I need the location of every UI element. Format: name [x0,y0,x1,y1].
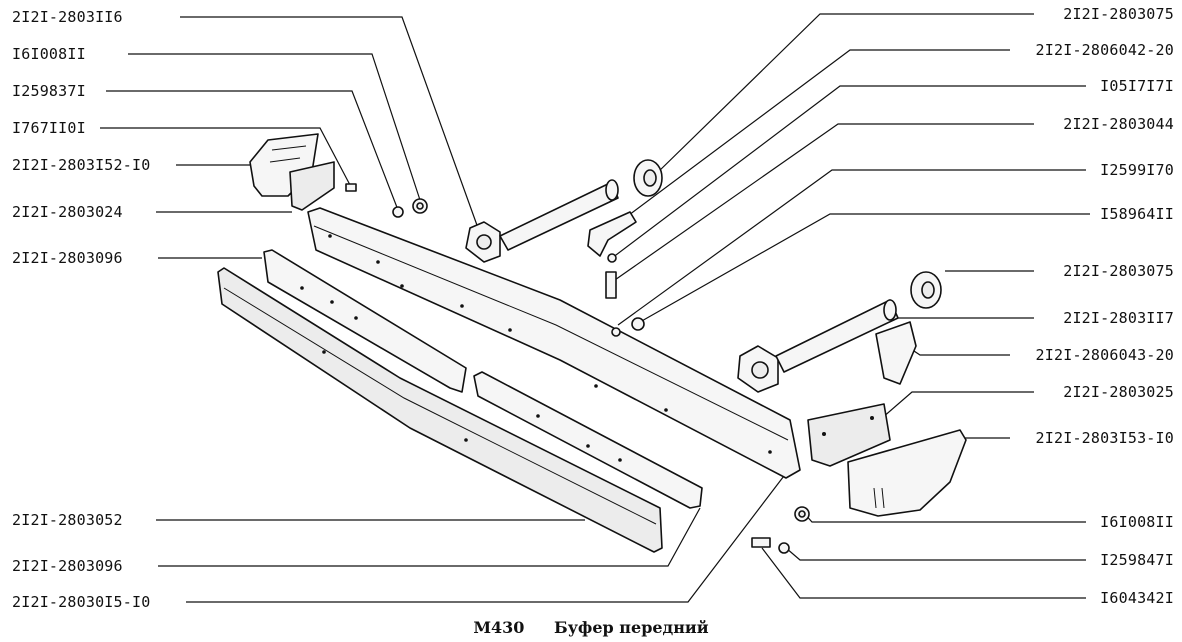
part-label-right-1: 2I2I-2803075 [1063,5,1174,23]
leader-1051717 [611,85,1086,259]
part-label-right-7: 2I2I-2803075 [1063,262,1174,280]
part-label-left-6: 2I2I-2803024 [12,203,123,221]
leader-1604342 [761,547,1086,599]
part-label-right-3: I05I7I7I [1100,77,1174,95]
part-label-left-8: 2I2I-2803052 [12,511,123,529]
leader-1767110 [100,127,351,186]
leader-1259837-left [106,90,399,211]
leader-2121-2806042 [624,49,1010,219]
part-label-right-8: 2I2I-2803II7 [1063,309,1174,327]
diagram-caption: M430 Буфер передний [0,618,1182,637]
part-label-right-6: I58964II [1100,205,1174,223]
left-tube-bracket [587,211,637,257]
left-tube-cap [633,159,663,197]
left-mounting-tube [465,179,619,263]
leader-16100811-right [802,511,1086,523]
leader-lines-right [611,13,1090,599]
part-label-right-9: 2I2I-2806043-20 [1035,346,1174,364]
leader-2121-2803116 [180,16,479,229]
upper-trim-strip [263,249,703,509]
right-fasteners [751,506,810,554]
leader-1259847 [785,547,1086,561]
part-label-right-4: 2I2I-2803044 [1063,115,1174,133]
right-end-cap [847,429,967,517]
leader-16100811-left [128,53,421,201]
leader-2121-2803096-bottom [158,507,701,567]
right-bracket [807,403,891,467]
part-label-left-2: I6I008II [12,45,86,63]
leader-2121-2803015 [186,467,791,603]
right-tube-cap [910,271,942,309]
figure-title: Буфер передний [554,618,709,637]
part-label-right-10: 2I2I-2803025 [1063,383,1174,401]
part-label-right-11: 2I2I-2803I53-I0 [1035,429,1174,447]
part-label-left-7: 2I2I-2803096 [12,249,123,267]
leader-2121-2803044 [611,123,1034,283]
part-label-right-12: I6I008II [1100,513,1174,531]
figure-code: M430 [473,618,525,637]
part-label-left-10: 2I2I-28030I5-I0 [12,593,151,611]
leader-1589641 [639,213,1090,323]
part-label-left-3: I259837I [12,82,86,100]
left-tube-bolts [605,253,645,337]
part-label-right-13: I259847I [1100,551,1174,569]
leader-2121-2806043 [904,344,1010,356]
main-bumper-beam [307,207,801,479]
part-label-left-9: 2I2I-2803096 [12,557,123,575]
leader-lines-left [100,16,791,603]
left-fasteners [345,183,428,218]
part-label-right-2: 2I2I-2806042-20 [1035,41,1174,59]
leader-1259917 [617,169,1086,326]
leader-2121-2803025 [881,391,1034,419]
part-label-right-14: I604342I [1100,589,1174,607]
leader-2121-2803075-top [654,13,1034,176]
part-label-left-4: I767II0I [12,119,86,137]
lower-trim-strip [217,267,663,553]
part-label-left-1: 2I2I-2803II6 [12,8,123,26]
right-tube-bracket [875,321,917,385]
part-label-left-5: 2I2I-2803I52-I0 [12,156,151,174]
left-bracket [289,161,335,211]
right-mounting-tube [737,299,899,393]
part-label-right-5: I2599I70 [1100,161,1174,179]
